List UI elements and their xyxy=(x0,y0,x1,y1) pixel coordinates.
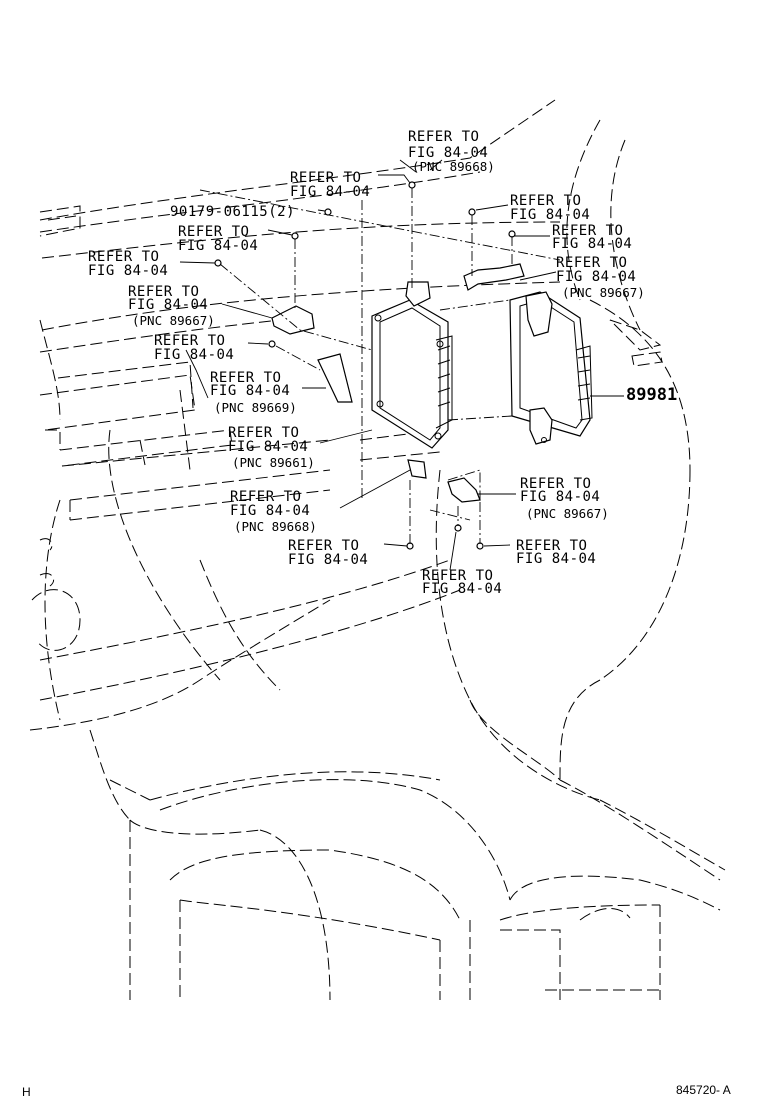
refer-left-4-line2: FIG 84-04 xyxy=(154,347,234,363)
refer-left-7-line1: REFER TO xyxy=(230,489,301,505)
refer-left-4: REFER TO FIG 84-04 xyxy=(154,333,234,363)
refer-top-center-line3: (PNC 89668) xyxy=(412,159,495,174)
refer-right-4-line1: REFER TO xyxy=(520,476,591,492)
refer-bottom-left-line2: FIG 84-04 xyxy=(288,552,368,568)
part-number-89981: 89981 xyxy=(626,385,677,405)
assembly-lines xyxy=(219,188,513,544)
refer-left-5-line2: FIG 84-04 xyxy=(210,383,290,399)
refer-left-3-line2: FIG 84-04 xyxy=(128,297,208,313)
refer-right-1-line2: FIG 84-04 xyxy=(510,207,590,223)
refer-left-2-line2: FIG 84-04 xyxy=(88,263,168,279)
refer-left-3-line1: REFER TO xyxy=(128,284,199,300)
refer-left-2: REFER TO FIG 84-04 xyxy=(88,249,168,279)
refer-left-7: REFER TO FIG 84-04 (PNC 89668) xyxy=(230,489,317,534)
footer-drawing-number: 845720- A xyxy=(676,1083,731,1097)
refer-right-3-line2: FIG 84-04 xyxy=(556,269,636,285)
refer-left-6-line1: REFER TO xyxy=(228,425,299,441)
refer-right-4-line2: FIG 84-04 xyxy=(520,489,600,505)
refer-bottom-center-line1: REFER TO xyxy=(422,568,493,584)
refer-left-7-line3: (PNC 89668) xyxy=(234,519,317,534)
refer-left-5: REFER TO FIG 84-04 (PNC 89669) xyxy=(210,370,297,415)
refer-right-2: REFER TO FIG 84-04 xyxy=(552,223,632,252)
refer-top-left-line1: REFER TO xyxy=(290,170,361,186)
refer-top-left-line2: FIG 84-04 xyxy=(290,184,370,200)
refer-bottom-center: REFER TO FIG 84-04 xyxy=(422,568,502,597)
refer-right-1-line1: REFER TO xyxy=(510,193,581,209)
refer-right-3-line3: (PNC 89667) xyxy=(562,285,645,300)
refer-top-center: REFER TO FIG 84-04 (PNC 89668) xyxy=(408,129,495,174)
refer-right-2-line2: FIG 84-04 xyxy=(552,236,632,252)
ecu-module-left xyxy=(371,281,453,479)
refer-right-5: REFER TO FIG 84-04 xyxy=(516,538,596,567)
refer-left-1-line2: FIG 84-04 xyxy=(178,238,258,254)
refer-right-3: REFER TO FIG 84-04 (PNC 89667) xyxy=(556,255,645,300)
refer-left-5-line1: REFER TO xyxy=(210,370,281,386)
ecu-module-89981 xyxy=(509,291,593,445)
refer-right-3-line1: REFER TO xyxy=(556,255,627,271)
refer-bottom-left-line1: REFER TO xyxy=(288,538,359,554)
refer-bottom-center-line2: FIG 84-04 xyxy=(422,581,502,597)
dashboard-outline xyxy=(29,99,726,1001)
refer-bottom-left: REFER TO FIG 84-04 xyxy=(288,538,368,568)
refer-left-1-line1: REFER TO xyxy=(178,224,249,240)
refer-right-5-line2: FIG 84-04 xyxy=(516,551,596,567)
refer-left-5-line3: (PNC 89669) xyxy=(214,400,297,415)
footer-left-mark: H xyxy=(22,1085,31,1099)
refer-left-6: REFER TO FIG 84-04 (PNC 89661) xyxy=(228,425,315,470)
refer-right-4-line3: (PNC 89667) xyxy=(526,506,609,521)
part-number-90179: 90179-06115(2) xyxy=(170,204,295,220)
refer-left-6-line3: (PNC 89661) xyxy=(232,455,315,470)
refer-top-center-line1: REFER TO xyxy=(408,129,479,145)
refer-right-2-line1: REFER TO xyxy=(552,223,623,239)
refer-left-6-line2: FIG 84-04 xyxy=(228,439,308,455)
refer-top-left: REFER TO FIG 84-04 xyxy=(290,170,370,200)
refer-right-1: REFER TO FIG 84-04 xyxy=(510,193,590,223)
leader-lines xyxy=(179,159,624,571)
refer-left-1: REFER TO FIG 84-04 xyxy=(178,224,258,254)
refer-left-4-line1: REFER TO xyxy=(154,333,225,349)
refer-top-center-line2: FIG 84-04 xyxy=(408,145,488,161)
refer-right-5-line1: REFER TO xyxy=(516,538,587,554)
refer-right-4: REFER TO FIG 84-04 (PNC 89667) xyxy=(520,476,609,521)
refer-left-3-line3: (PNC 89667) xyxy=(132,313,215,328)
refer-left-3: REFER TO FIG 84-04 (PNC 89667) xyxy=(128,284,215,328)
refer-left-2-line1: REFER TO xyxy=(88,249,159,265)
refer-left-7-line2: FIG 84-04 xyxy=(230,503,310,519)
